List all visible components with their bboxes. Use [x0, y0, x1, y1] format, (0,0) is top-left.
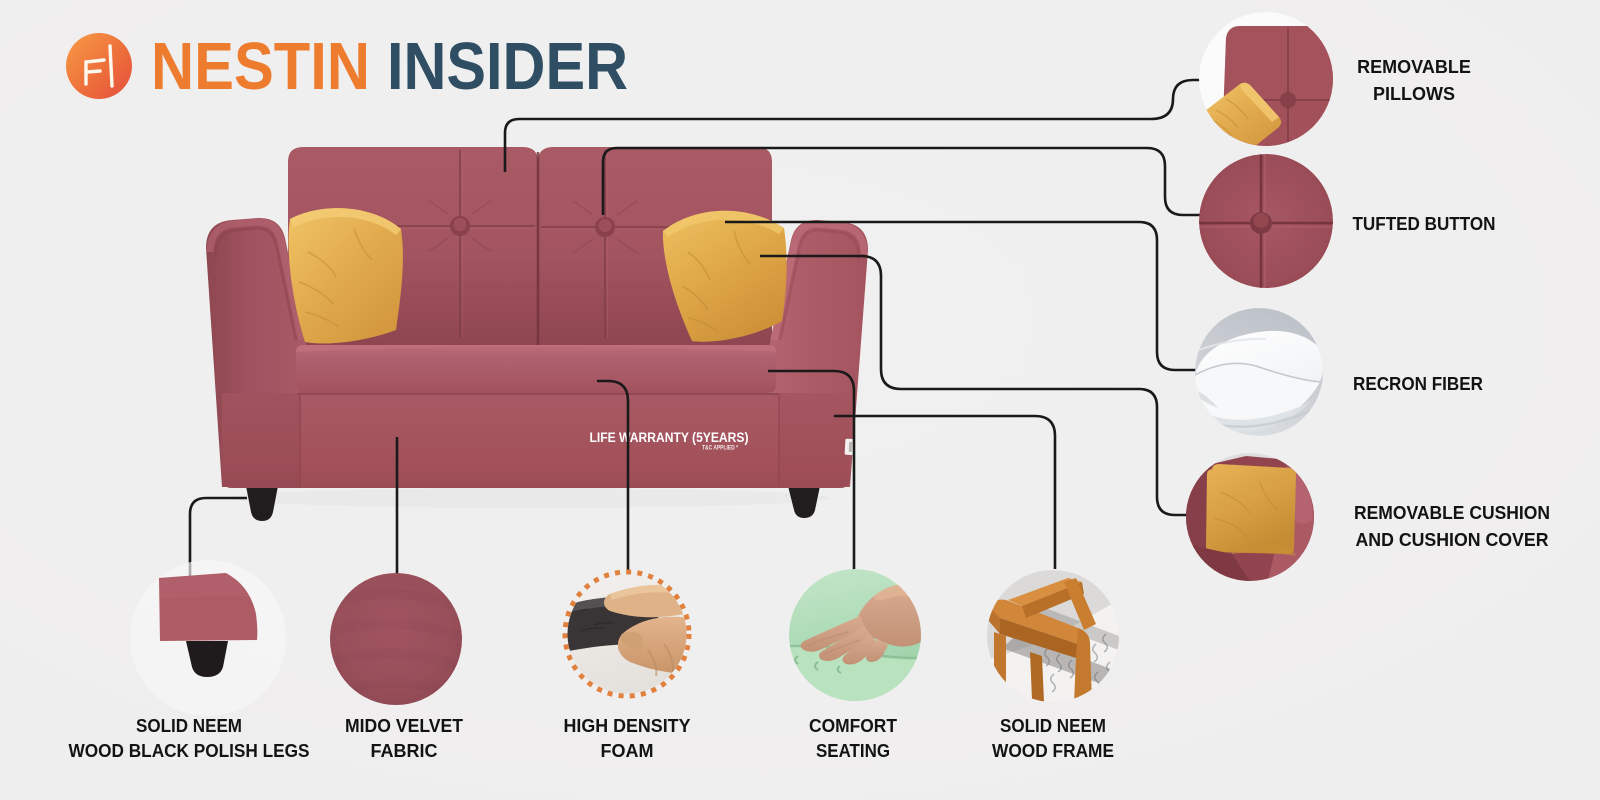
svg-text:SOLID NEEM: SOLID NEEM — [1000, 716, 1106, 736]
svg-text:WOOD FRAME: WOOD FRAME — [992, 741, 1114, 761]
svg-text:HIGH DENSITY: HIGH DENSITY — [564, 716, 691, 736]
svg-text:FOAM: FOAM — [601, 741, 654, 761]
svg-text:FABRIC: FABRIC — [371, 741, 438, 761]
svg-text:RECRON FIBER: RECRON FIBER — [1353, 374, 1483, 394]
svg-text:NESTIN: NESTIN — [151, 29, 370, 104]
svg-text:AND CUSHION COVER: AND CUSHION COVER — [1356, 530, 1549, 550]
svg-text:T&C APPLIED *: T&C APPLIED * — [702, 446, 739, 452]
svg-text:INSIDER: INSIDER — [387, 29, 628, 104]
svg-text:SOLID NEEM: SOLID NEEM — [136, 716, 242, 736]
svg-text:REMOVABLE CUSHION: REMOVABLE CUSHION — [1354, 503, 1550, 523]
svg-text:SEATING: SEATING — [816, 741, 890, 761]
svg-text:WOOD BLACK POLISH LEGS: WOOD BLACK POLISH LEGS — [69, 741, 310, 761]
svg-text:COMFORT: COMFORT — [809, 716, 897, 736]
svg-text:LIFE WARRANTY (5YEARS): LIFE WARRANTY (5YEARS) — [590, 430, 749, 446]
svg-text:MIDO VELVET: MIDO VELVET — [345, 716, 463, 736]
svg-text:PILLOWS: PILLOWS — [1373, 84, 1455, 104]
svg-text:TUFTED BUTTON: TUFTED BUTTON — [1353, 214, 1496, 234]
svg-text:REMOVABLE: REMOVABLE — [1357, 57, 1471, 77]
